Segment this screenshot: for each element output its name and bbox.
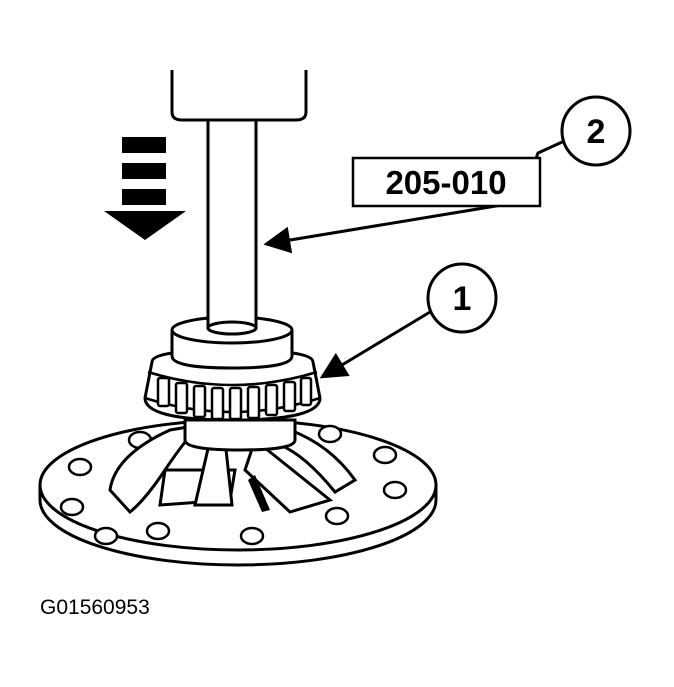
differential-case bbox=[38, 418, 438, 567]
callout-1-number: 1 bbox=[453, 280, 472, 318]
down-arrow-icon bbox=[104, 137, 186, 240]
press-shaft bbox=[206, 118, 258, 336]
leader-line-bearing bbox=[319, 310, 431, 379]
bearing-installer bbox=[170, 315, 294, 370]
bolt-holes bbox=[59, 424, 408, 546]
callout-1: 1 bbox=[426, 262, 498, 334]
figure-id: G01560953 bbox=[40, 596, 150, 619]
press-ram bbox=[170, 70, 308, 122]
bearing-cone bbox=[143, 348, 322, 422]
bearing-rollers bbox=[156, 376, 313, 421]
callout-2-number: 2 bbox=[587, 113, 606, 151]
tool-label-box: 205-010 bbox=[351, 156, 542, 208]
callout-2: 2 bbox=[560, 95, 632, 167]
tool-number: 205-010 bbox=[385, 164, 506, 201]
